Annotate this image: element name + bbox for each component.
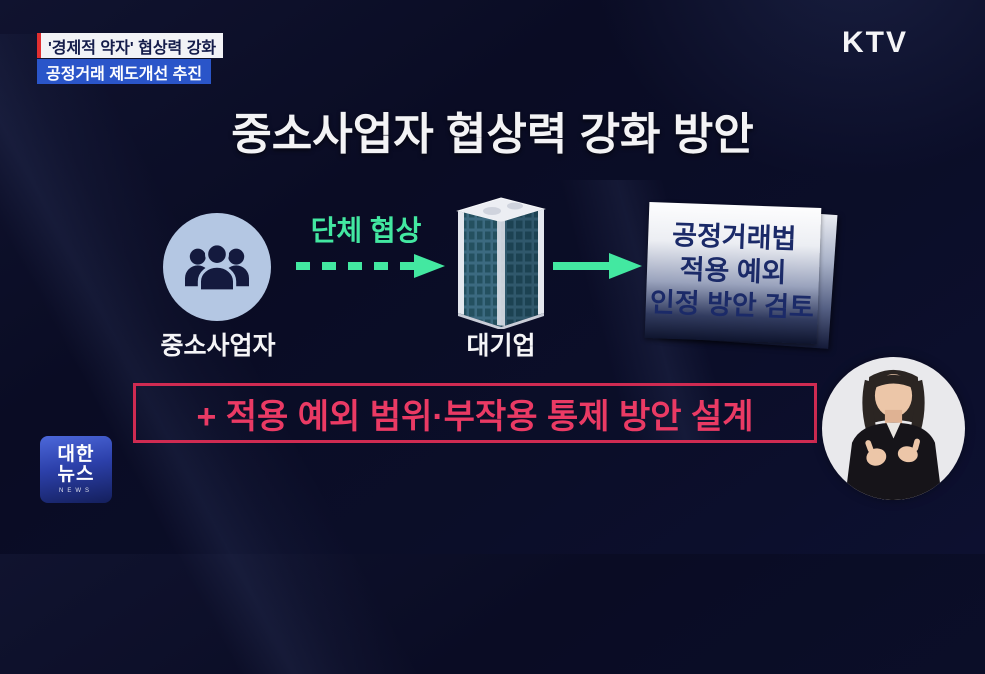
interpreter-figure <box>844 369 943 500</box>
sign-language-interpreter <box>822 357 965 500</box>
sme-node-circle <box>163 213 271 321</box>
headline-banners: '경제적 약자' 협상력 강화 공정거래 제도개선 추진 <box>37 33 224 84</box>
broadcaster-logo-line2: 뉴스 <box>57 464 95 485</box>
arrow1-label: 단체 협상 <box>310 215 422 246</box>
corp-node-label: 대기업 <box>466 332 536 360</box>
sme-node-label: 중소사업자 <box>160 332 276 360</box>
document-line-1: 공정거래법 <box>671 219 797 255</box>
dashed-arrow-icon <box>296 254 445 278</box>
document-line-3: 인정 방안 검토 <box>649 286 815 323</box>
headline-banner-primary: '경제적 약자' 협상력 강화 <box>37 33 224 58</box>
footnote-box: + 적용 예외 범위·부작용 통제 방안 설계 <box>133 383 817 443</box>
people-group-icon <box>185 242 249 293</box>
channel-logo: KTV <box>842 26 908 59</box>
broadcaster-logo: 대한 뉴스 NEWS <box>40 436 112 503</box>
document-text: 공정거래법 적용 예외 인정 방안 검토 <box>649 218 816 325</box>
footnote-text: + 적용 예외 범위·부작용 통제 방안 설계 <box>196 397 754 436</box>
office-building-icon <box>456 197 546 329</box>
headline-banner-primary-text: '경제적 약자' 협상력 강화 <box>48 39 217 57</box>
policy-document: 공정거래법 적용 예외 인정 방안 검토 <box>644 201 845 353</box>
broadcaster-logo-sub: NEWS <box>59 487 93 494</box>
document-line-2: 적용 예외 <box>679 253 787 288</box>
solid-arrow-icon <box>553 253 642 279</box>
headline-banner-secondary-text: 공정거래 제도개선 추진 <box>46 65 203 83</box>
page-title: 중소사업자 협상력 강화 방안 <box>231 110 754 159</box>
headline-banner-secondary: 공정거래 제도개선 추진 <box>37 59 212 84</box>
document-front-page: 공정거래법 적용 예외 인정 방안 검토 <box>644 202 822 344</box>
broadcaster-logo-line1: 대한 <box>57 444 95 466</box>
